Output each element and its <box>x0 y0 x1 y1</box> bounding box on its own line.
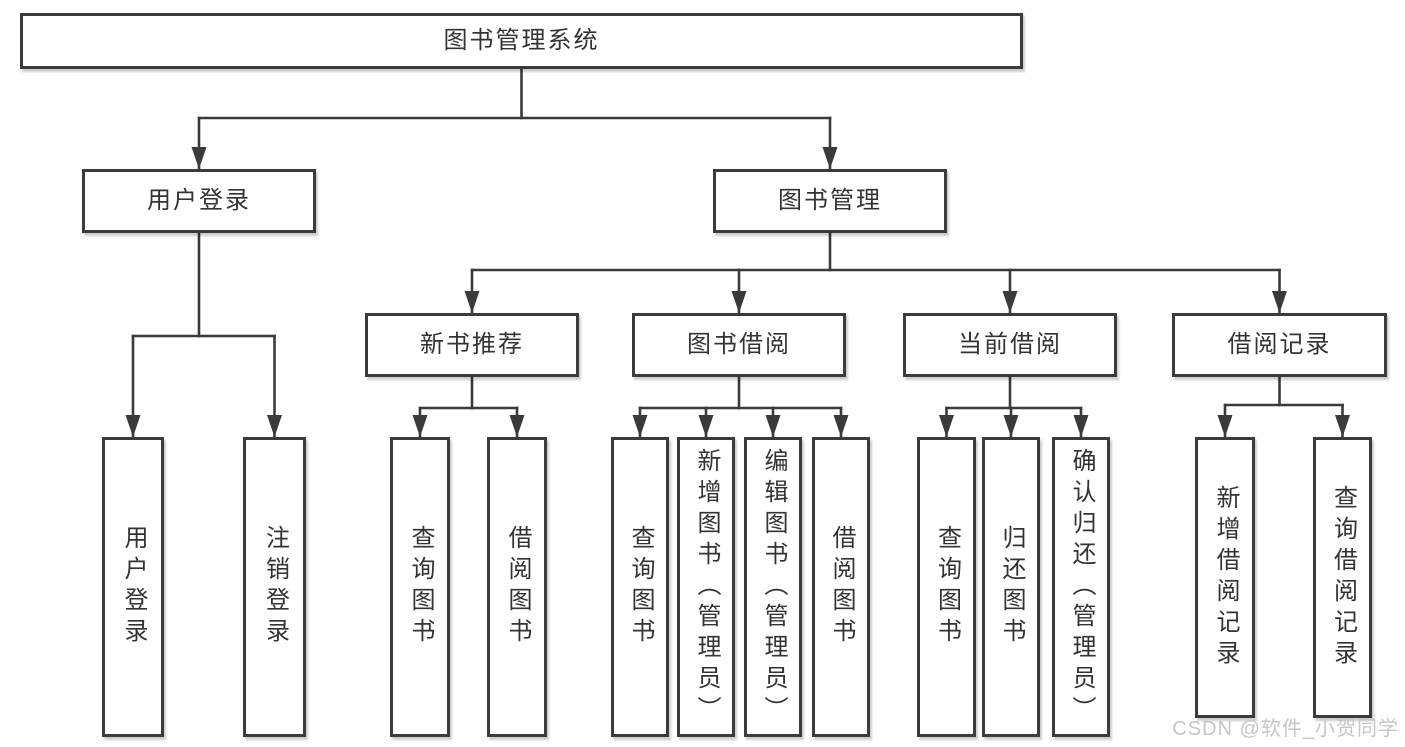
node-root: 图书管理系统 <box>20 13 1023 69</box>
node-login: 用户登录 <box>102 437 164 737</box>
csdn-watermark: CSDN @软件_小贺同学 <box>1172 718 1399 740</box>
node-user-login: 用户登录 <box>82 169 316 233</box>
node-br-query: 查询借阅记录 <box>1313 437 1372 718</box>
node-bb-borrow: 借阅图书 <box>812 437 870 737</box>
node-cb-query: 查询图书 <box>917 437 976 737</box>
node-nb-query: 查询图书 <box>390 437 450 737</box>
node-br-add: 新增借阅记录 <box>1195 437 1255 718</box>
node-borrow-record: 借阅记录 <box>1172 313 1387 377</box>
node-book-borrow: 图书借阅 <box>632 313 846 377</box>
node-bb-query: 查询图书 <box>611 437 669 737</box>
node-logout: 注销登录 <box>243 437 306 737</box>
node-bb-add: 新增图书（管理员） <box>677 437 735 737</box>
node-new-book: 新书推荐 <box>365 313 579 377</box>
node-current-borrow: 当前借阅 <box>903 313 1117 377</box>
node-cb-return: 归还图书 <box>982 437 1040 737</box>
node-nb-borrow: 借阅图书 <box>487 437 547 737</box>
node-book-mgmt: 图书管理 <box>713 169 947 233</box>
node-cb-confirm: 确认归还（管理员） <box>1052 437 1110 737</box>
node-bb-edit: 编辑图书（管理员） <box>744 437 802 737</box>
